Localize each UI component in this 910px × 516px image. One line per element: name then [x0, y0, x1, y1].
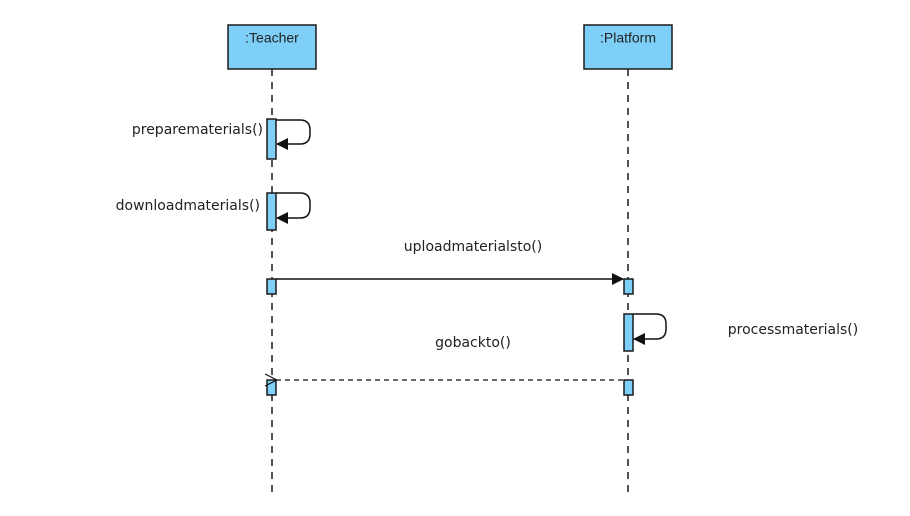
self-call-arrow [276, 119, 311, 150]
message-gobackto: gobackto() [266, 335, 634, 396]
message-label: uploadmaterialsto() [404, 239, 542, 255]
message-downloadmaterials: downloadmaterials() [116, 192, 311, 231]
self-call-arrow [276, 192, 311, 224]
lifeline-platform-header[interactable] [583, 24, 673, 70]
message-label: gobackto() [435, 335, 511, 351]
message-label: downloadmaterials() [116, 198, 260, 214]
activation-bar [266, 379, 277, 396]
activation-bar [266, 118, 277, 160]
message-processmaterials: processmaterials() [623, 313, 858, 352]
lifeline-platform-label: :Platform [600, 30, 656, 46]
activation-bar [266, 278, 277, 295]
self-call-arrow [633, 313, 667, 345]
message-label: preparematerials() [132, 122, 263, 138]
activation-bar [623, 278, 634, 295]
lifeline-teacher-label: :Teacher [245, 30, 299, 46]
lifeline-teacher-header[interactable] [227, 24, 317, 70]
activation-bar [266, 192, 277, 231]
lifeline-platform: :Platform [583, 24, 673, 492]
message-uploadmaterialsto: uploadmaterialsto() [266, 239, 634, 295]
message-preparematerials: preparematerials() [132, 118, 311, 160]
lifeline-teacher: :Teacher [227, 24, 317, 492]
message-label: processmaterials() [728, 322, 858, 338]
activation-bar [623, 379, 634, 396]
activation-bar [623, 313, 634, 352]
